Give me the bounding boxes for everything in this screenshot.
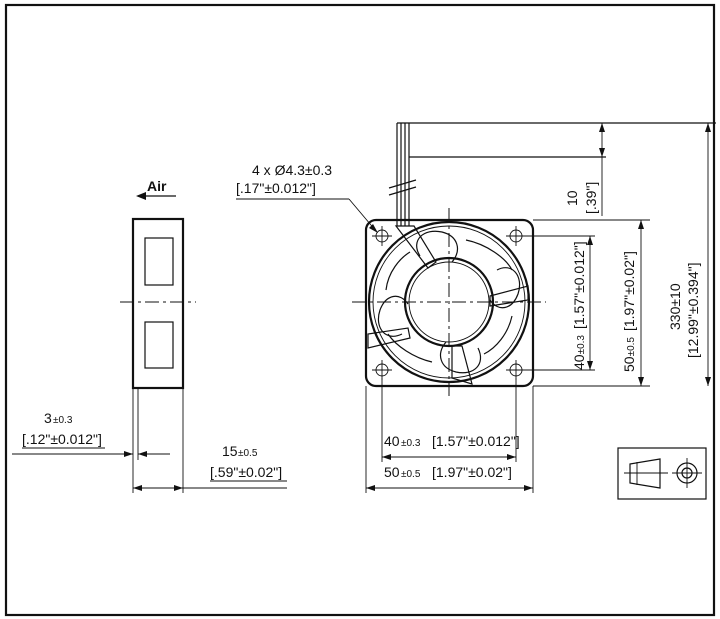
hole-spacing-mm: 40 [384,433,400,449]
hole-callout-line2: [.17"±0.012"] [236,180,316,196]
depth-in: [.59"±0.02"] [210,464,282,480]
frame-width-in: [1.97"±0.02"] [432,464,512,480]
frame-width-mm: 50 [384,464,400,480]
side-thickness-in: [.12"±0.012"] [22,431,102,447]
side-thickness-tol: ±0.3 [53,415,73,426]
hole-spacing-in: [1.57"±0.012"] [432,433,520,449]
hole-spacing-vertical: 40±0.3[1.57"±0.012"] [571,241,587,370]
drawing-border [4,3,716,617]
hole-spacing-tol: ±0.3 [401,438,421,449]
frame-height-vertical: 50±0.5[1.97"±0.02"] [621,251,637,372]
depth-mm: 15 [222,443,238,459]
lead-length-mm: 330±10 [667,283,683,330]
front-view: 4 x Ø4.3±0.3 [.17"±0.012"] 40 ±0.3 [1.57… [236,122,716,493]
third-angle-projection-symbol [617,447,707,500]
fan-blades [377,230,521,374]
strip-length-mm: 10 [564,190,580,206]
air-arrow-icon [136,192,146,200]
hole-callout-line1: 4 x Ø4.3±0.3 [252,162,332,178]
side-view-body [131,217,185,390]
lead-wires [388,122,716,226]
depth-tol: ±0.5 [238,448,258,459]
air-label: Air [147,178,167,194]
strip-length-in: [.39"] [583,182,599,214]
frame-width-tol: ±0.5 [401,469,421,480]
side-thickness-mm: 3 [44,410,52,426]
lead-length-in: [12.99"±0.394"] [685,263,701,358]
side-view: Air 3 ±0.3 [.12"±0.012"] 15 ±0.5 [.59"±0… [12,178,287,493]
